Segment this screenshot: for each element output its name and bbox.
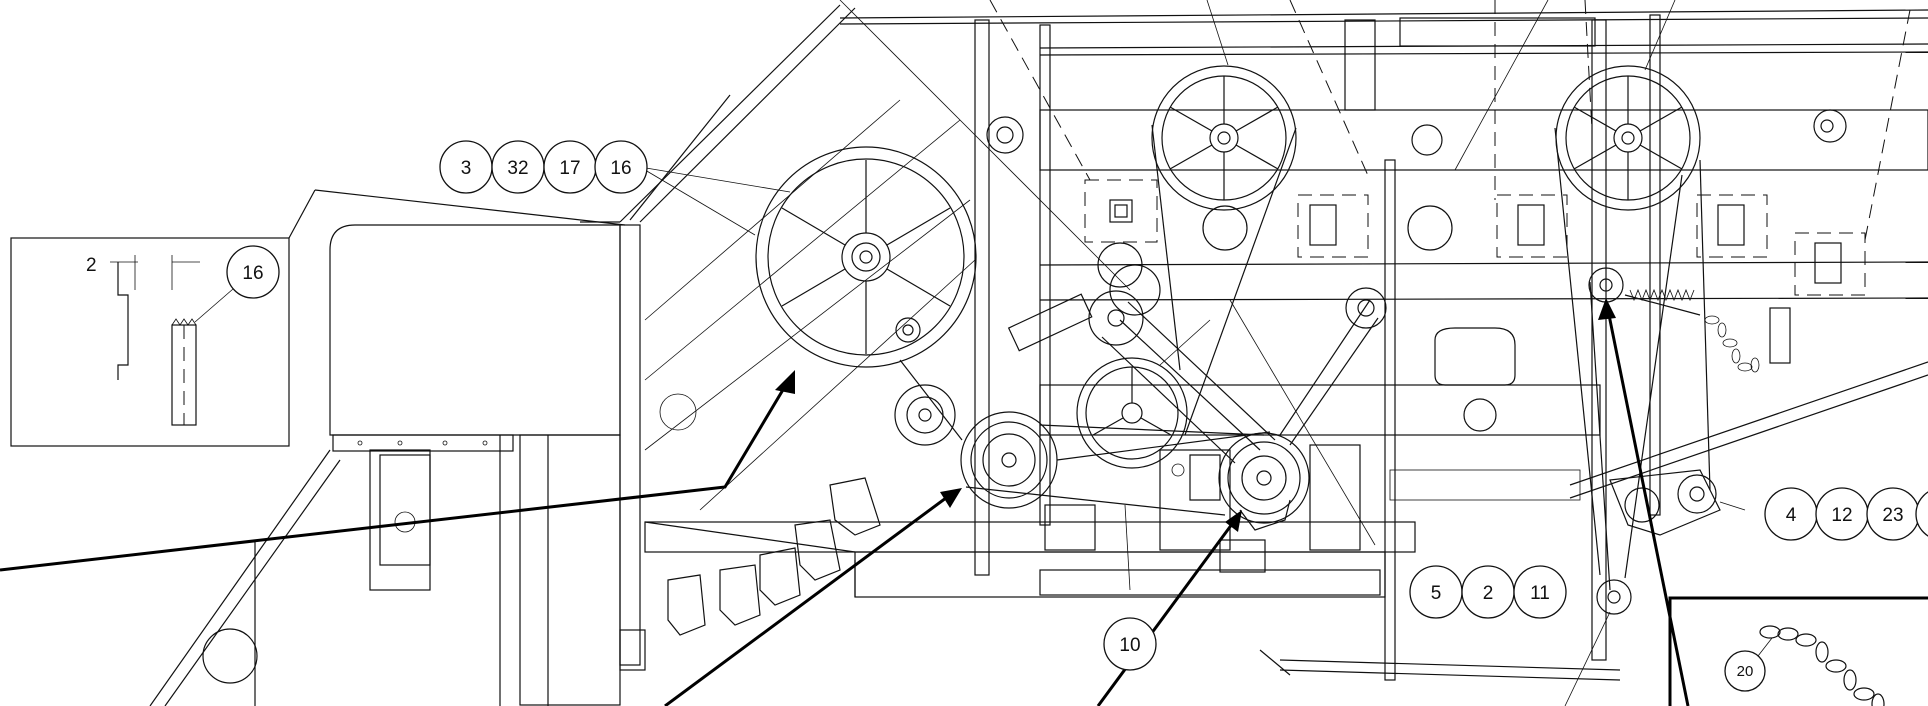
spoked-pulley-top-center xyxy=(1151,65,1297,211)
callout-group-mid-right xyxy=(1409,565,1567,619)
spoked-pulley-top-right xyxy=(1555,65,1701,211)
mounting-plates xyxy=(667,477,881,636)
callout-5: 5 xyxy=(1431,583,1442,604)
callout-3: 3 xyxy=(461,158,472,179)
callout-group-top-left xyxy=(439,140,648,194)
callout-4: 4 xyxy=(1786,505,1797,526)
callout-group-right xyxy=(1764,487,1928,541)
large-spoked-pulley-left xyxy=(755,146,977,368)
drive-belts xyxy=(899,124,1760,591)
machine-frame xyxy=(149,4,1928,706)
callout-bubble-detail xyxy=(226,245,280,299)
detail-inset-box xyxy=(10,189,626,447)
callout-11: 11 xyxy=(1530,583,1550,604)
callout-20: 20 xyxy=(1737,663,1754,680)
small-pulley-cluster xyxy=(894,267,1721,615)
callout-2: 2 xyxy=(1483,583,1494,604)
leader-arrows xyxy=(0,0,1746,706)
callout-detail-16: 16 xyxy=(242,263,263,284)
spoked-pulley-center xyxy=(1076,357,1188,469)
chain-detail-inset xyxy=(1668,596,1928,706)
callout-10: 10 xyxy=(1119,635,1140,656)
callout-17: 17 xyxy=(559,158,580,179)
hidden-lines xyxy=(989,0,1911,296)
drive-pulley-lower-center xyxy=(1218,432,1310,531)
fastener-details xyxy=(986,17,1847,573)
callout-16: 16 xyxy=(610,158,631,179)
callout-12: 12 xyxy=(1831,505,1852,526)
callout-32: 32 xyxy=(507,158,528,179)
callout-bubble-10 xyxy=(1103,617,1157,671)
detail-dimension-label: 2 xyxy=(86,255,97,276)
callout-23: 23 xyxy=(1882,505,1903,526)
